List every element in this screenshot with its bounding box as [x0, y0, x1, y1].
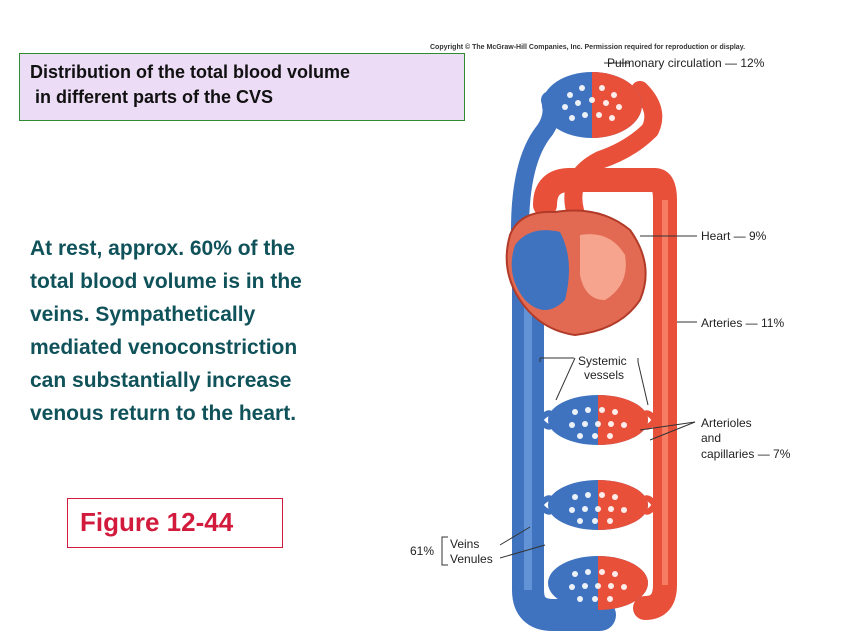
heart-label: Heart — 9% — [701, 229, 767, 243]
arterioles-label-3: capillaries — 7% — [701, 447, 791, 461]
copyright-text: Copyright © The McGraw-Hill Companies, I… — [430, 43, 745, 51]
capillary-bed-1 — [548, 395, 648, 445]
pulmonary-capillary-bed — [542, 72, 642, 138]
heart — [505, 209, 647, 337]
title-line-1: Distribution of the total blood volume — [30, 62, 350, 82]
title-line-2: in different parts of the CVS — [30, 87, 274, 107]
vena-cava — [512, 229, 616, 631]
veins-percent-label: 61% — [410, 544, 434, 558]
body-line-1: At rest, approx. 60% of the — [30, 237, 295, 260]
arterioles-label-1: Arterioles — [701, 416, 752, 430]
body-text: At rest, approx. 60% of the total blood … — [30, 232, 400, 430]
pulmonary-artery — [564, 121, 659, 234]
body-line-4: mediated venoconstriction — [30, 336, 298, 359]
arteries-label: Arteries — 11% — [701, 316, 784, 330]
pulmonary-label: Pulmonary circulation — 12% — [607, 56, 765, 70]
body-line-3: veins. Sympathetically — [30, 303, 256, 326]
title-box: Distribution of the total blood volume i… — [19, 53, 465, 121]
capillary-pores — [562, 85, 627, 602]
arterioles-label-2: and — [701, 431, 721, 445]
capillary-bed-2 — [548, 480, 648, 530]
body-line-5: can substantially increase — [30, 369, 292, 392]
body-line-6: venous return to the heart. — [30, 402, 297, 425]
figure-label-box: Figure 12-44 — [67, 498, 283, 548]
figure-label: Figure 12-44 — [80, 507, 234, 537]
body-line-2: total blood volume is in the — [30, 270, 302, 293]
venules-label: Venules — [450, 552, 493, 566]
aorta — [533, 168, 677, 620]
systemic-label-2: vessels — [584, 368, 624, 382]
leader-lines — [441, 62, 697, 566]
veins-label: Veins — [450, 537, 479, 551]
branch-vessels — [537, 410, 658, 515]
systemic-label-1: Systemic — [578, 354, 627, 368]
